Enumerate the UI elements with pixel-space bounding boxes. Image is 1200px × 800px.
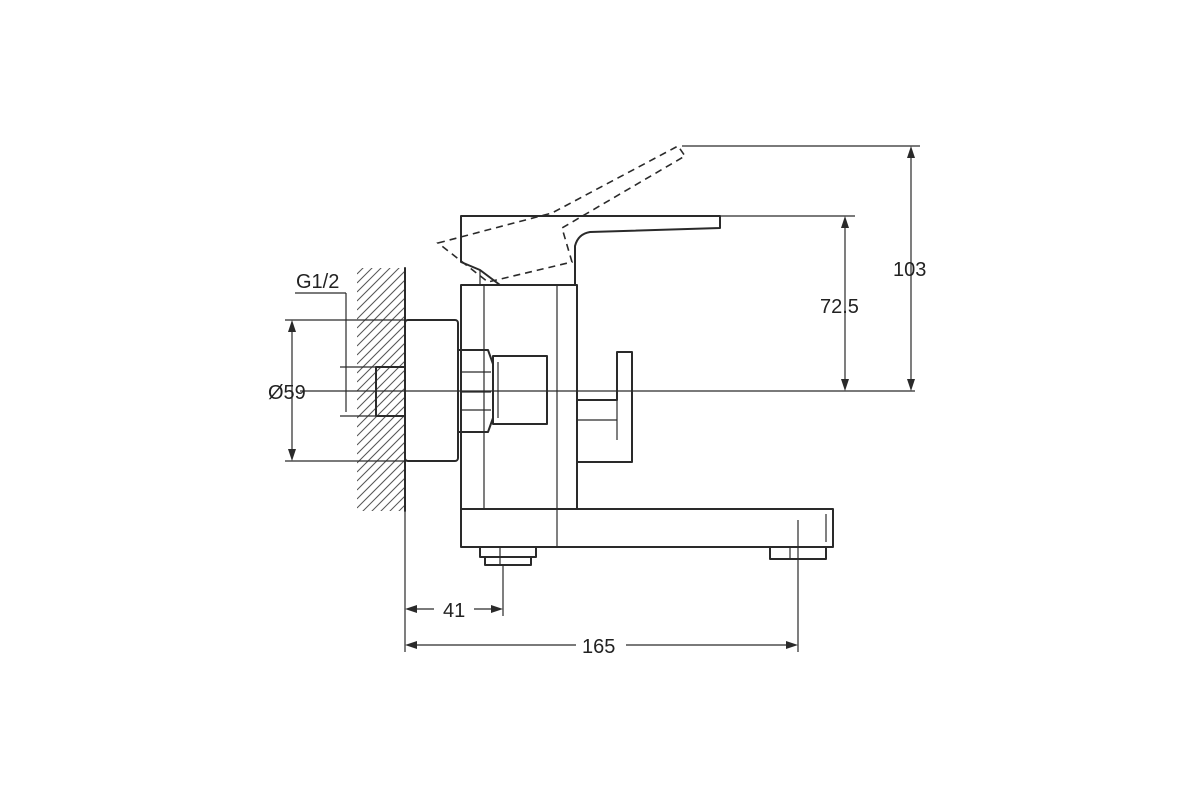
hatch-line <box>357 532 405 580</box>
hatch-line <box>357 396 405 446</box>
eccentric-connector <box>492 355 548 425</box>
hatch-line <box>357 459 405 509</box>
hatch-line <box>357 369 405 419</box>
shower-outlet <box>479 546 537 566</box>
hatch-line <box>357 208 405 256</box>
hatch-line <box>357 268 373 284</box>
hatch-line <box>357 586 405 634</box>
inlet-offset-dimension <box>404 511 504 652</box>
hatch-line <box>357 568 405 616</box>
lever-height-label: 72.5 <box>820 296 859 318</box>
hatch-line <box>357 268 364 275</box>
hatch-line <box>398 504 405 511</box>
hatch-line <box>357 423 405 473</box>
raised-height-dimension <box>682 145 920 391</box>
spout <box>460 508 834 548</box>
faucet-body <box>460 284 578 510</box>
hatch-line <box>357 378 405 428</box>
hatch-line <box>357 306 405 356</box>
hatch-line <box>357 559 405 607</box>
hatch-line <box>357 315 405 365</box>
hatch-line <box>357 360 405 410</box>
hatch-line <box>357 405 405 455</box>
hatch-line <box>357 550 405 598</box>
hatch-line <box>357 577 405 625</box>
hatch-line <box>357 333 405 383</box>
lever-height-dimension <box>720 215 855 391</box>
hatch-line <box>357 268 382 293</box>
thread-size-label: G1/2 <box>296 271 339 293</box>
hatch-line <box>357 541 405 589</box>
hatch-line <box>357 268 391 302</box>
hatch-line <box>357 387 405 437</box>
thread-callout <box>295 292 376 417</box>
lever-raised-outline <box>436 144 687 283</box>
hatch-line <box>357 523 405 571</box>
hatch-line <box>380 486 405 511</box>
hatch-line <box>371 477 405 511</box>
hatch-line <box>357 351 405 401</box>
hatch-line <box>357 450 405 500</box>
hatch-line <box>357 279 405 329</box>
hatch-line <box>357 324 405 374</box>
hatch-line <box>362 468 405 511</box>
spout-projection-label: 165 <box>582 636 615 658</box>
raised-height-label: 103 <box>893 259 926 281</box>
hatch-line <box>357 514 405 562</box>
hatch-line <box>357 297 405 347</box>
hatch-line <box>357 288 405 338</box>
diverter-knob <box>576 351 633 463</box>
hatch-line <box>357 270 405 320</box>
inlet-offset-label: 41 <box>443 600 465 622</box>
wall-hatch <box>357 208 406 634</box>
hatch-line <box>357 217 405 265</box>
hatch-line <box>357 441 405 491</box>
hatch-line <box>389 495 405 511</box>
hatch-line <box>357 432 405 482</box>
lever-handle <box>460 215 721 286</box>
hatch-line <box>357 414 405 464</box>
flange-diameter-dimension <box>285 319 405 462</box>
hatch-line <box>357 268 400 311</box>
spout-projection-dimension <box>405 520 799 652</box>
flange-diameter-label: Ø59 <box>268 382 306 404</box>
